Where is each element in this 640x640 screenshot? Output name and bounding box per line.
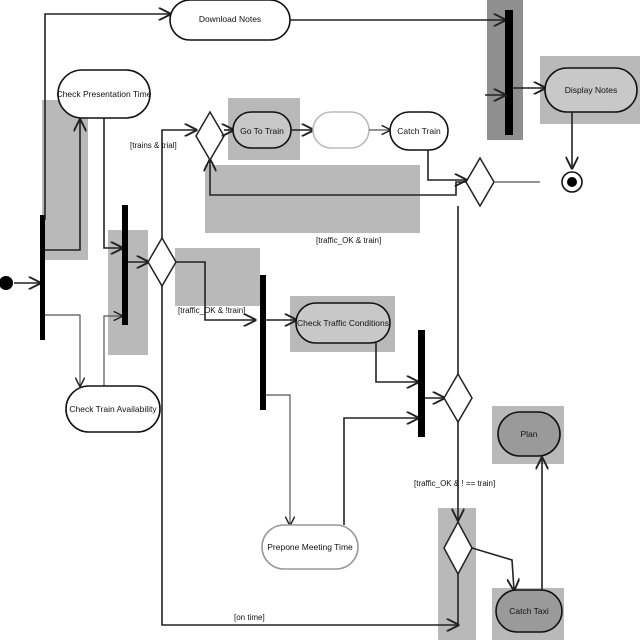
action-check-train-availability bbox=[65, 385, 161, 433]
final-node bbox=[567, 177, 577, 187]
guard-traffic-ok-near-end: [traffic_OK & train] bbox=[316, 236, 381, 245]
highlight-return-loop bbox=[205, 165, 420, 233]
label-check-train-availability: Check Train Availability bbox=[69, 404, 157, 414]
decision-train bbox=[195, 110, 225, 162]
action-catch-taxi bbox=[495, 589, 563, 633]
guard-traffic-ok-late-lower: [traffic_OK & ! == train] bbox=[414, 479, 495, 488]
action-prepone-meeting-time bbox=[261, 524, 359, 570]
guard-train-available: [trains & trial] bbox=[130, 141, 177, 150]
join-bar-top bbox=[505, 10, 513, 135]
action-unreadable bbox=[312, 111, 370, 149]
label-catch-taxi: Catch Taxi bbox=[509, 606, 549, 616]
join-bar-left bbox=[122, 205, 128, 325]
decision-traffic bbox=[443, 372, 473, 424]
label-catch-train: Catch Train bbox=[397, 126, 441, 136]
label-prepone-meeting-time: Prepone Meeting Time bbox=[267, 542, 353, 552]
action-plan bbox=[497, 411, 561, 457]
label-display-notes: Display Notes bbox=[565, 85, 617, 95]
action-check-traffic-conditions bbox=[295, 302, 391, 344]
guard-traffic-branch: [traffic_OK & !train] bbox=[178, 306, 245, 315]
label-check-presentation-time: Check Presentation Time bbox=[57, 89, 152, 99]
highlight-decision-branch bbox=[175, 248, 260, 306]
label-go-to-train: Go To Train bbox=[240, 126, 284, 136]
fork-bar-start bbox=[40, 215, 45, 340]
label-check-traffic-conditions: Check Traffic Conditions bbox=[297, 318, 389, 328]
join-bar-lower bbox=[418, 330, 425, 437]
label-download-notes: Download Notes bbox=[199, 14, 261, 24]
initial-node bbox=[0, 276, 13, 290]
fork-bar-middle bbox=[260, 275, 266, 410]
action-display-notes bbox=[544, 67, 638, 113]
decision-after-catch-train bbox=[465, 156, 495, 208]
label-plan: Plan bbox=[520, 429, 537, 439]
action-catch-train bbox=[389, 111, 449, 151]
decision-main bbox=[147, 236, 177, 288]
guard-on-time: [on time] bbox=[234, 613, 265, 622]
highlight-left-column bbox=[42, 100, 88, 260]
